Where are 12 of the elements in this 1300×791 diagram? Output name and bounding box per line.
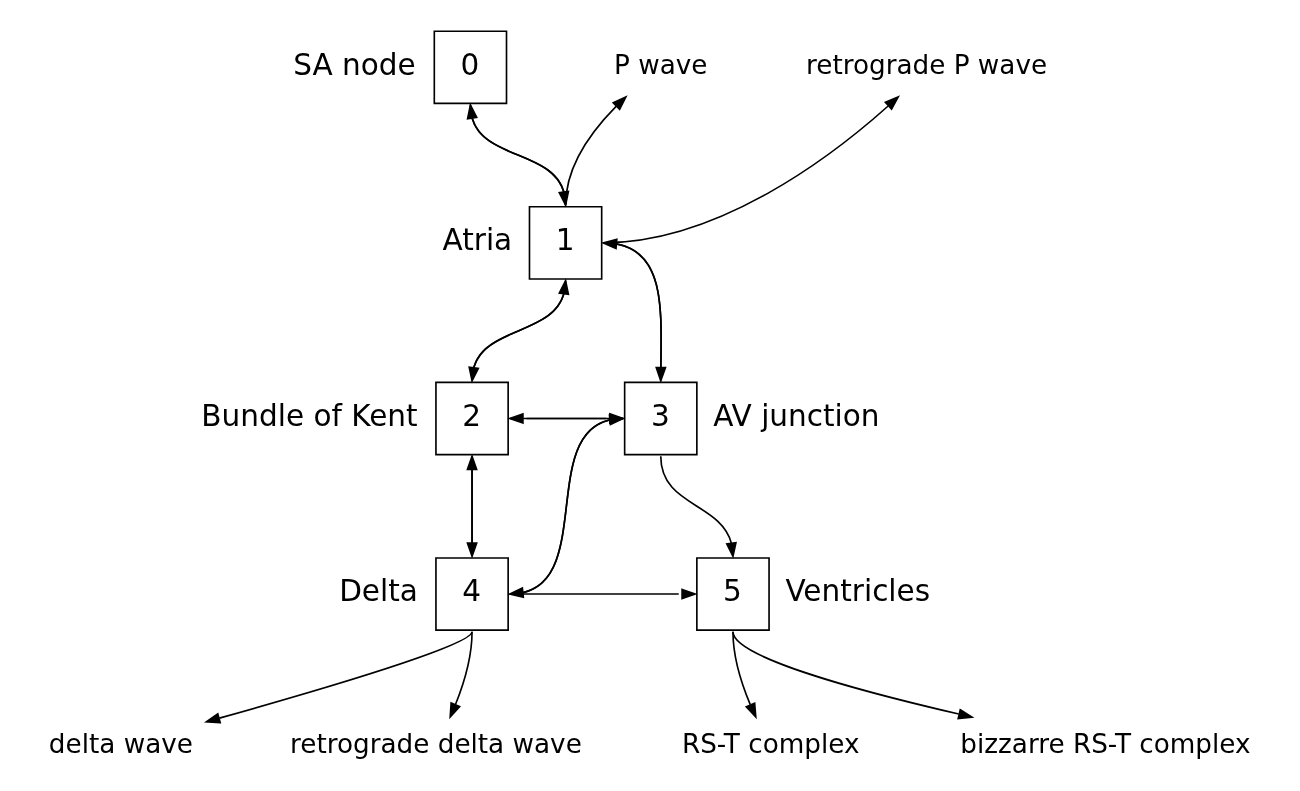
node-label: Delta	[338, 574, 418, 609]
node-text: delta wave	[48, 728, 193, 759]
node-label: Bundle of Kent	[200, 398, 418, 433]
node-label: AV junction	[712, 398, 880, 433]
node-label: Atria	[442, 223, 512, 258]
node-text: RS-T complex	[681, 728, 859, 759]
node-label: SA node	[292, 47, 416, 82]
node-text: retrograde delta wave	[289, 728, 582, 759]
node-label: Ventricles	[784, 574, 930, 609]
node-text: retrograde P wave	[805, 49, 1047, 80]
node-text: bizzarre RS-T complex	[959, 728, 1251, 759]
node-text: P wave	[613, 49, 707, 80]
